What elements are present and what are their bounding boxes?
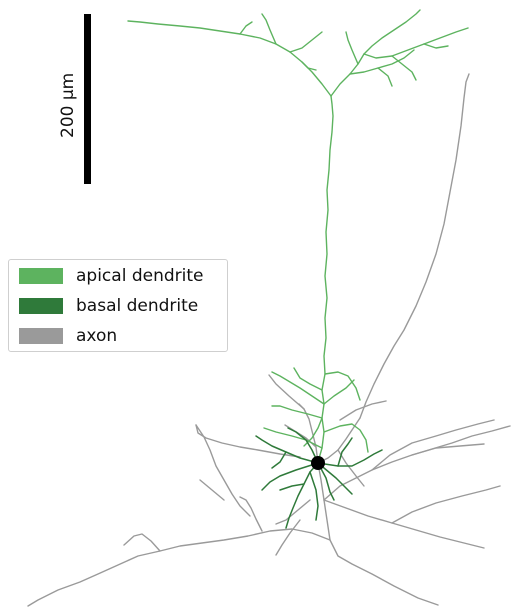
apical-swatch xyxy=(19,268,63,284)
soma xyxy=(311,456,325,470)
legend: apical dendrite basal dendrite axon xyxy=(8,259,228,352)
legend-label-axon: axon xyxy=(76,326,117,346)
basal-swatch xyxy=(19,298,63,314)
apical-dendrite xyxy=(128,10,468,462)
legend-label-basal: basal dendrite xyxy=(76,296,198,316)
axon-swatch xyxy=(19,328,63,344)
legend-item-axon: axon xyxy=(19,326,117,346)
legend-item-basal: basal dendrite xyxy=(19,296,198,316)
scale-bar-label: 200 µm xyxy=(58,73,78,138)
scale-bar xyxy=(84,14,91,184)
basal-dendrite xyxy=(256,428,382,528)
legend-item-apical: apical dendrite xyxy=(19,266,203,286)
legend-label-apical: apical dendrite xyxy=(76,266,203,286)
